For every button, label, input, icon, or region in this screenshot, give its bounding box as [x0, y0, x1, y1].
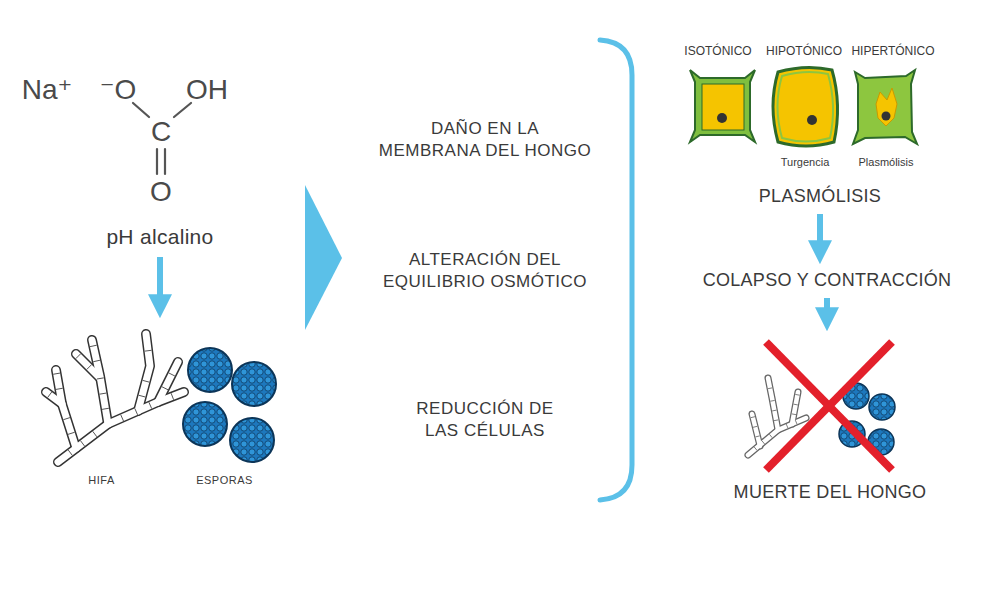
- hypha-septum: [772, 410, 776, 412]
- hypha-septum: [768, 387, 772, 389]
- hypha-septum: [793, 404, 797, 406]
- atom-label: C: [151, 114, 171, 150]
- hypha-septum: [68, 432, 75, 434]
- hypha-septum: [90, 345, 97, 347]
- hypha-septum: [171, 393, 174, 400]
- condition-text: pH alcalino: [99, 221, 220, 253]
- hypha-septum: [770, 400, 774, 402]
- hypha-septum: [121, 415, 124, 421]
- hypha-septum: [53, 373, 60, 374]
- hypha-septum: [48, 392, 52, 398]
- hypha-lumen: [792, 392, 798, 424]
- fungus-illustration-box: HIFA ESPORAS: [35, 320, 290, 492]
- hypha-septum: [169, 373, 175, 376]
- hypha-septum: [774, 419, 778, 421]
- chemical-bonds: [133, 103, 191, 174]
- hypha-septum: [87, 365, 92, 370]
- cell-hypotonic: [773, 67, 838, 146]
- spores-illustration: [183, 348, 276, 462]
- hypha-septum: [792, 413, 796, 415]
- hypha-wall: [138, 334, 150, 411]
- hypha-septum: [145, 350, 152, 352]
- hypha-septum: [135, 408, 138, 414]
- effect-text: REDUCCIÓN DE LAS CÉLULAS: [355, 398, 615, 442]
- death-cross: [766, 342, 892, 470]
- hypha-septum: [149, 402, 152, 408]
- cell-condition: ISOTÓNICO: [684, 44, 751, 60]
- hypha-septum: [162, 387, 168, 390]
- bracket: [600, 40, 632, 500]
- hypha-septum: [68, 450, 72, 456]
- hypha-septum: [795, 394, 799, 396]
- process-step: COLAPSO Y CONTRACCIÓN: [696, 266, 959, 294]
- illustration-caption: MUERTE DEL HONGO: [734, 482, 927, 503]
- illustration-caption: ESPORAS: [196, 474, 253, 486]
- hypha-septum: [786, 424, 788, 428]
- hypha-septum: [754, 447, 757, 450]
- effect-text: DAÑO EN LA MEMBRANA DEL HONGO: [355, 118, 615, 162]
- hypha-lumen: [92, 340, 108, 424]
- hypha-septum: [102, 408, 109, 409]
- effect-text: ALTERACIÓN DEL EQUILIBRIO OSMÓTICO: [355, 249, 615, 293]
- cell-state: Turgencia: [781, 155, 830, 169]
- hypha-septum: [762, 441, 765, 444]
- hypha-septum: [76, 354, 81, 359]
- node-text: pH alcalino: [106, 225, 213, 249]
- process-step: PLASMÓLISIS: [752, 182, 888, 210]
- hypha-septum: [751, 417, 755, 418]
- hypha-wall: [58, 392, 184, 462]
- hypha-lumen: [158, 362, 178, 402]
- cell-condition: HIPOTÓNICO: [766, 44, 842, 60]
- hypha-wall: [768, 378, 778, 430]
- hypha-lumen: [58, 392, 184, 462]
- hypha-wall: [92, 340, 108, 424]
- hypha-wall: [752, 414, 760, 446]
- hypha-septum: [139, 395, 146, 397]
- node-text: PLASMÓLISIS: [759, 186, 881, 207]
- hypha-septum: [56, 388, 63, 389]
- hypha-septum: [795, 420, 797, 424]
- illustration-caption: HIFA: [88, 474, 114, 486]
- atom-label: ⁻O: [100, 72, 137, 108]
- hypha-septum: [97, 378, 104, 379]
- hypha-illustration: [46, 334, 184, 462]
- hypha-lumen: [138, 334, 150, 411]
- hypha-lumen: [752, 414, 760, 446]
- result-box: MUERTE DEL HONGO: [730, 333, 930, 505]
- hypha-septum: [93, 360, 100, 362]
- flow-triangle: [305, 185, 342, 330]
- hypha-septum: [80, 441, 84, 447]
- hypha-septum: [753, 426, 757, 427]
- cell-state: Plasmólisis: [858, 155, 913, 169]
- hypha-wall: [792, 392, 798, 424]
- node-text: COLAPSO Y CONTRACCIÓN: [703, 270, 952, 291]
- flow-arrow: [157, 257, 163, 299]
- hypha-wall: [56, 370, 76, 448]
- flow-arrow: [817, 214, 823, 245]
- flow-arrow: [824, 298, 830, 312]
- atom-label: O: [150, 174, 172, 210]
- hypha-lumen: [76, 354, 100, 378]
- hypha-lumen: [46, 392, 62, 404]
- cell-isotonic: [690, 70, 755, 142]
- hypha-lumen: [56, 370, 76, 448]
- hypha-lumen: [768, 378, 778, 430]
- hypha-septum: [769, 434, 772, 437]
- hypha-septum: [755, 436, 759, 437]
- cell-hypertonic: [853, 70, 917, 144]
- atom-label: OH: [186, 72, 228, 108]
- hypha-septum: [143, 380, 150, 382]
- hypha-septum: [63, 418, 70, 420]
- ion-label: Na⁺: [22, 72, 73, 108]
- hypha-septum: [93, 431, 97, 437]
- hypha-septum: [99, 393, 106, 394]
- cell-condition: HIPERTÓNICO: [851, 44, 934, 60]
